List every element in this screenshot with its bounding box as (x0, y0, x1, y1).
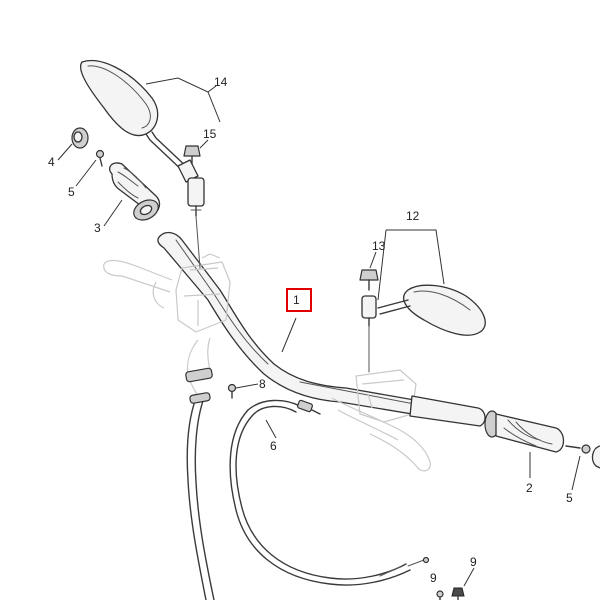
callout-1: 1 (293, 293, 300, 307)
left-bar-end-screw (95, 149, 105, 167)
left-lever-assembly (103, 253, 231, 333)
bolt-center (436, 590, 444, 600)
right-mirror (377, 284, 486, 336)
callout-5-left: 5 (68, 185, 75, 199)
callout-13: 13 (372, 239, 386, 253)
left-grip (108, 162, 161, 221)
left-mirror-stem (187, 177, 205, 217)
callout-9-center: 9 (430, 571, 437, 585)
callout-labels: 14 15 4 5 3 1 8 6 12 13 2 5 9 9 (48, 75, 573, 585)
callout-8: 8 (259, 377, 266, 391)
right-switch-assembly (331, 369, 431, 472)
bolt-right (451, 587, 465, 600)
callout-3: 3 (94, 221, 101, 235)
left-bar-end-cap (71, 127, 89, 149)
right-grip (484, 410, 565, 453)
throttle-sleeve (409, 395, 486, 427)
callout-1-highlight-box (286, 288, 312, 312)
callout-5-right: 5 (566, 491, 573, 505)
callout-leaders (57, 77, 581, 587)
left-mirror-cap (183, 145, 201, 165)
right-mirror-cap (359, 269, 379, 291)
throttle-cable (229, 399, 430, 586)
callout-15: 15 (203, 127, 217, 141)
callout-6: 6 (270, 439, 277, 453)
right-bar-end-screw (565, 444, 591, 454)
callout-4: 4 (48, 155, 55, 169)
callout-14: 14 (214, 75, 228, 89)
callout-9-right: 9 (470, 555, 477, 569)
callout-12: 12 (406, 209, 420, 223)
left-mirror (79, 60, 199, 183)
left-mirror-guide-line (195, 215, 201, 269)
right-bar-end-cap (591, 445, 600, 469)
right-mirror-stem (361, 295, 377, 373)
left-control-cables (185, 337, 215, 600)
callout-2: 2 (526, 481, 533, 495)
cable-bracket-bolt (227, 383, 237, 399)
